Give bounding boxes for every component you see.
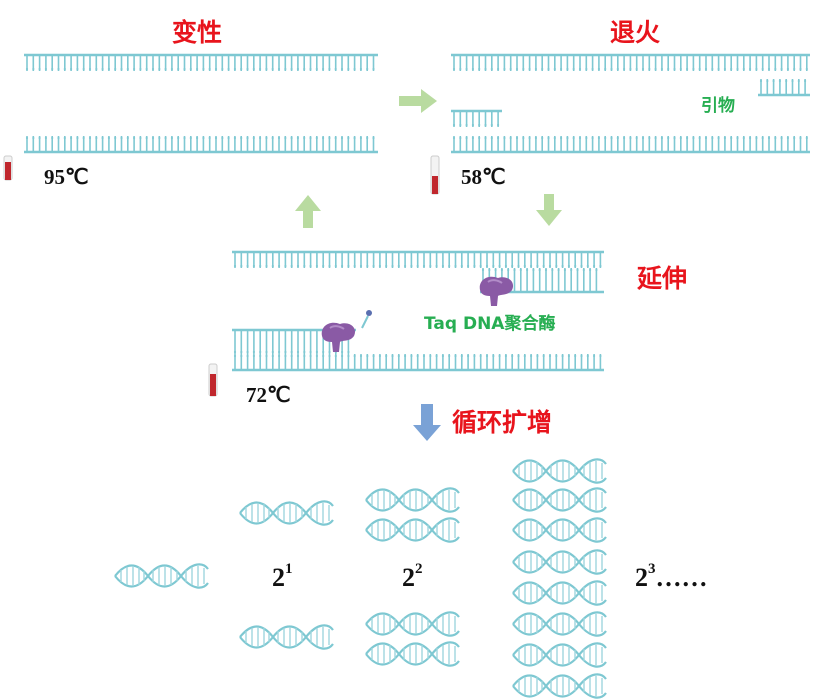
dna-helix-icon bbox=[238, 500, 335, 526]
thermometer-icon-anneal bbox=[430, 155, 440, 195]
generation-1-count: 21 bbox=[272, 561, 293, 592]
thermometer-icon-extend bbox=[208, 363, 218, 397]
thermometer-icon-denature bbox=[3, 155, 13, 181]
denature-strand-top bbox=[24, 53, 378, 71]
cycle-down-arrow-icon bbox=[413, 404, 441, 441]
extend-label: 延伸 bbox=[637, 264, 688, 293]
anneal-strand-bottom bbox=[451, 136, 810, 154]
denature-strand-bottom bbox=[24, 136, 378, 154]
polymerase-label: Taq DNA聚合酶 bbox=[424, 314, 556, 334]
down-arrow-icon bbox=[536, 194, 562, 226]
generation-2-count: 22 bbox=[402, 561, 423, 592]
dna-helix-icon bbox=[511, 517, 608, 543]
anneal-primer-top bbox=[758, 79, 810, 97]
generation-3-count: 23…… bbox=[635, 561, 708, 592]
denature-temperature: 95℃ bbox=[44, 165, 89, 189]
dna-helix-icon bbox=[511, 673, 608, 699]
nucleotide-icon bbox=[361, 310, 372, 329]
dna-helix-icon bbox=[511, 549, 608, 575]
anneal-temperature: 58℃ bbox=[461, 165, 506, 189]
up-arrow-icon bbox=[295, 195, 321, 228]
dna-helix-icon bbox=[364, 487, 461, 513]
dna-helix-icon bbox=[364, 611, 461, 637]
dna-helix-icon bbox=[511, 611, 608, 637]
dna-helix-icon bbox=[364, 517, 461, 543]
extend-new-strand-bottom bbox=[232, 328, 356, 354]
dna-helix-icon bbox=[511, 458, 608, 484]
polymerase-icon-lower bbox=[320, 321, 357, 353]
extend-strand-top bbox=[232, 250, 604, 268]
dna-helix-icon bbox=[364, 641, 461, 667]
extend-temperature: 72℃ bbox=[246, 383, 291, 407]
cycle-label: 循环扩增 bbox=[452, 408, 553, 437]
anneal-primer-bottom bbox=[451, 109, 502, 127]
dna-helix-icon bbox=[113, 563, 210, 589]
extend-strand-bottom bbox=[232, 354, 604, 372]
denature-label: 变性 bbox=[172, 18, 223, 47]
dna-helix-icon bbox=[511, 642, 608, 668]
dna-strands bbox=[24, 53, 810, 372]
dna-helix-icon bbox=[511, 487, 608, 513]
anneal-strand-top bbox=[451, 53, 810, 71]
right-arrow-icon bbox=[399, 89, 437, 113]
anneal-label: 退火 bbox=[610, 18, 661, 47]
dna-helix-icon bbox=[511, 580, 608, 606]
polymerase-icon-upper bbox=[478, 275, 515, 307]
helix-generation-3 bbox=[511, 458, 608, 699]
dna-helix-icon bbox=[238, 624, 335, 650]
helix-generation-0 bbox=[113, 563, 210, 589]
primer-label: 引物 bbox=[701, 96, 735, 116]
